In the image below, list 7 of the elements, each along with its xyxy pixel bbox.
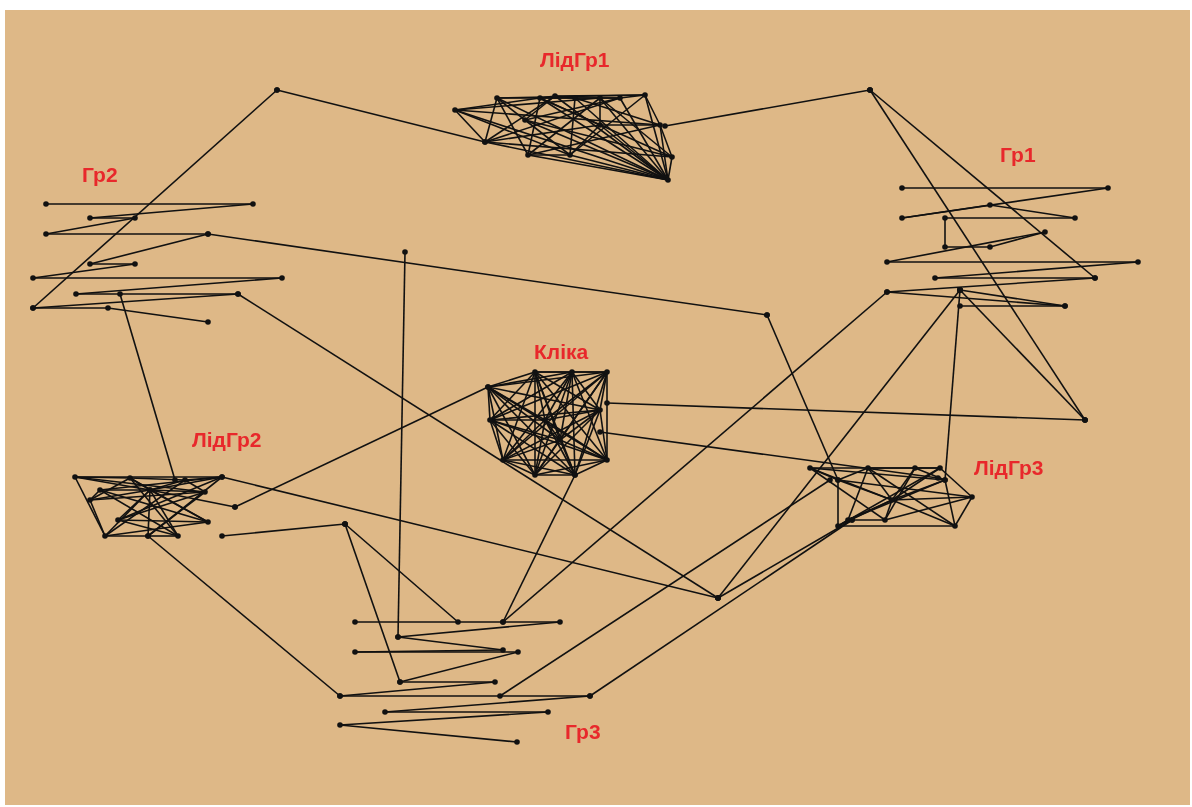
group-label: ЛідГр1	[540, 48, 610, 72]
group-label: Кліка	[534, 340, 589, 364]
group-label: Гр2	[82, 163, 118, 187]
group-label: ЛідГр3	[974, 456, 1044, 480]
group-label: ЛідГр2	[192, 428, 262, 452]
group-label: Гр3	[565, 720, 601, 744]
group-label: Гр1	[1000, 143, 1036, 167]
